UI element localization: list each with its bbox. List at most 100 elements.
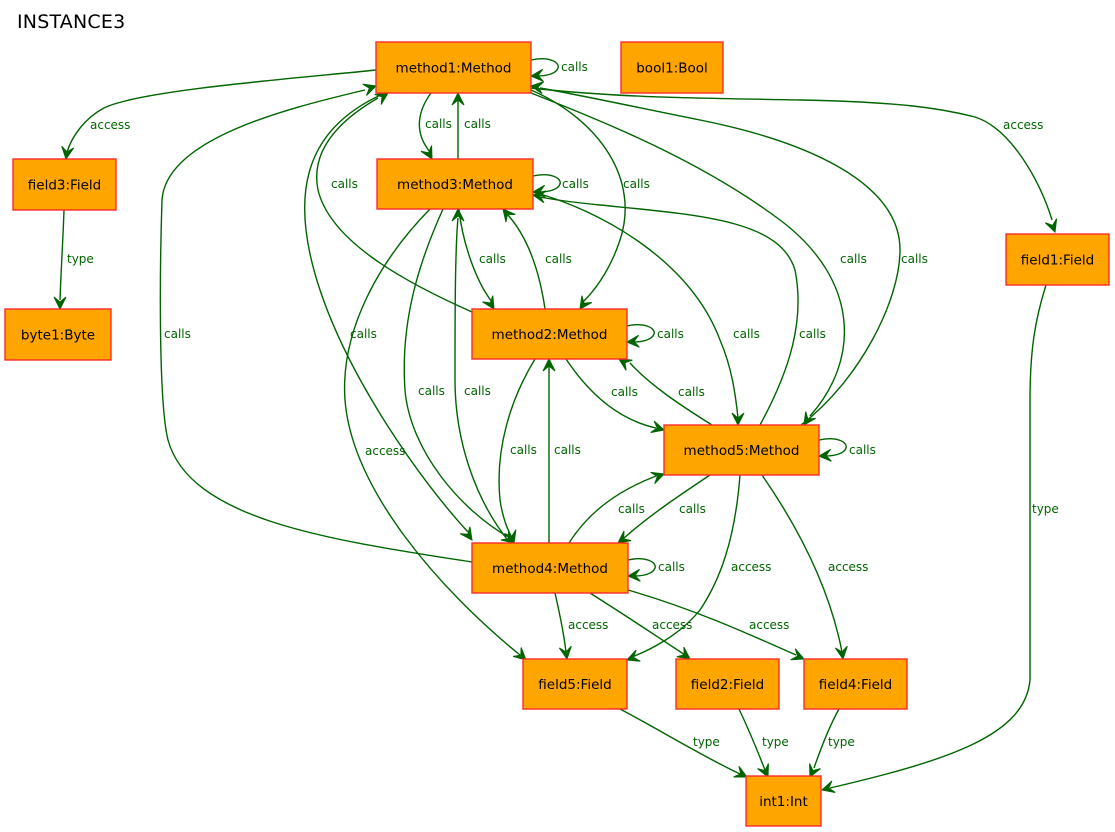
- edge-method4-to-method3: calls: [451, 207, 511, 544]
- node-field2[interactable]: field2:Field: [675, 658, 780, 710]
- edge-line: [530, 89, 626, 303]
- edge-method2-to-method5: calls: [565, 358, 666, 433]
- edge-label: calls: [562, 177, 589, 191]
- arrowhead-icon: [504, 529, 517, 545]
- edge-line: [568, 475, 657, 544]
- node-byte1[interactable]: byte1:Byte: [4, 308, 112, 361]
- node-method5[interactable]: method5:Method: [663, 424, 820, 476]
- arrowhead-icon: [374, 92, 389, 105]
- edge-line: [539, 87, 901, 426]
- arrowhead-icon: [617, 530, 632, 544]
- edge-label: calls: [425, 117, 452, 131]
- arrowhead-icon: [451, 91, 465, 106]
- node-box[interactable]: [375, 41, 532, 94]
- edge-method4-to-method1: calls: [159, 83, 473, 563]
- node-field3[interactable]: field3:Field: [12, 158, 117, 211]
- edge-label: calls: [479, 252, 506, 266]
- arrowhead-icon: [733, 765, 748, 778]
- node-box[interactable]: [4, 308, 112, 361]
- node-box[interactable]: [471, 542, 629, 594]
- node-box[interactable]: [663, 424, 820, 476]
- edge-label: access: [652, 618, 692, 632]
- edge-label: calls: [679, 502, 706, 516]
- arrowhead-icon: [512, 647, 527, 661]
- edge-label: calls: [901, 252, 928, 266]
- edge-line: [631, 474, 741, 658]
- node-box[interactable]: [745, 775, 822, 827]
- edge-label: access: [1003, 118, 1043, 132]
- edge-field3-to-byte1: type: [53, 209, 94, 311]
- node-field5[interactable]: field5:Field: [522, 658, 628, 710]
- edge-label: type: [693, 735, 720, 749]
- node-method3[interactable]: method3:Method: [376, 158, 534, 210]
- node-field1[interactable]: field1:Field: [1005, 233, 1110, 286]
- edge-label: calls: [623, 177, 650, 191]
- node-box[interactable]: [1005, 233, 1110, 286]
- node-box[interactable]: [620, 41, 724, 94]
- edge-line: [507, 214, 546, 310]
- node-label: field4:Field: [819, 677, 892, 693]
- edge-label: calls: [510, 443, 537, 457]
- node-box[interactable]: [675, 658, 780, 710]
- node-int1[interactable]: int1:Int: [745, 775, 822, 827]
- node-bool1[interactable]: bool1:Bool: [620, 41, 724, 94]
- arrowhead-icon: [1044, 218, 1058, 234]
- edge-method4-to-field4: access: [627, 589, 806, 661]
- node-label: field2:Field: [691, 677, 764, 693]
- edge-method1-to-field3: access: [61, 69, 377, 161]
- edge-method5-to-field5: access: [625, 474, 771, 662]
- edge-method5-to-method3: calls: [531, 190, 826, 426]
- edge-line: [454, 217, 511, 544]
- arrowhead-icon: [482, 295, 495, 310]
- node-box[interactable]: [471, 308, 628, 360]
- edge-method4-to-method2: calls: [542, 357, 581, 543]
- node-label: method1:Method: [396, 61, 512, 77]
- node-label: method5:Method: [684, 443, 800, 459]
- edge-method1-to-method5: calls: [530, 92, 867, 426]
- edge-label: calls: [350, 327, 377, 341]
- arrowhead-icon: [820, 780, 836, 793]
- edge-label: calls: [658, 560, 685, 574]
- node-method2[interactable]: method2:Method: [471, 308, 628, 360]
- node-method4[interactable]: method4:Method: [471, 542, 629, 594]
- node-box[interactable]: [376, 158, 534, 210]
- node-method1[interactable]: method1:Method: [375, 41, 532, 94]
- edge-method2-to-method1: calls: [316, 92, 473, 313]
- edge-label: access: [749, 618, 789, 632]
- edge-label: type: [1032, 502, 1059, 516]
- edge-line: [530, 58, 559, 77]
- node-label: field5:Field: [538, 677, 611, 693]
- arrowhead-icon: [61, 145, 75, 161]
- edge-field2-to-int1: type: [738, 708, 789, 779]
- edge-method5-to-field4: access: [761, 474, 868, 661]
- arrowhead-icon: [542, 357, 556, 372]
- node-box[interactable]: [12, 158, 117, 211]
- edge-line: [626, 324, 655, 343]
- edge-line: [619, 708, 741, 775]
- arrowhead-icon: [529, 81, 545, 95]
- arrowhead-icon: [817, 448, 832, 462]
- edge-label: calls: [849, 443, 876, 457]
- edge-line: [304, 92, 469, 533]
- edge-line: [589, 592, 686, 656]
- edge-label: calls: [464, 384, 491, 398]
- arrowhead-icon: [558, 645, 572, 661]
- arrowhead-icon: [362, 83, 378, 96]
- edge-label: calls: [554, 443, 581, 457]
- node-label: method3:Method: [397, 177, 513, 193]
- arrowhead-icon: [618, 358, 633, 371]
- node-box[interactable]: [522, 658, 628, 710]
- node-field4[interactable]: field4:Field: [803, 658, 908, 710]
- node-box[interactable]: [803, 658, 908, 710]
- arrowhead-icon: [531, 190, 547, 204]
- edge-method3-to-method2: calls: [458, 208, 506, 310]
- edge-label: type: [67, 252, 94, 266]
- edge-line: [343, 208, 521, 656]
- edge-method4-to-method5: calls: [568, 471, 666, 544]
- edge-method3-to-method1: calls: [451, 91, 491, 160]
- edge-method3-to-field5: access: [343, 208, 527, 661]
- arrowhead-icon: [625, 649, 641, 662]
- arrowhead-icon: [676, 646, 691, 660]
- arrowhead-icon: [625, 334, 640, 348]
- edge-label: calls: [618, 502, 645, 516]
